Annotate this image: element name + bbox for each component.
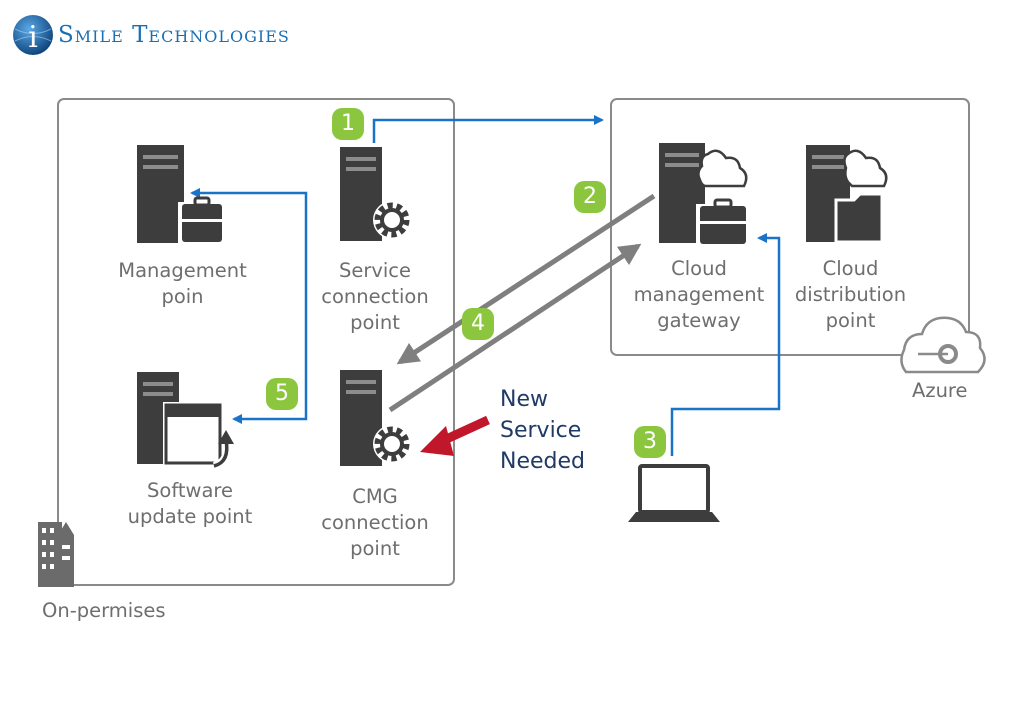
step-badge-4: 4 — [462, 308, 494, 340]
cmg-connection-point-icon — [340, 370, 411, 466]
cmg-connection-point-label: CMG connection point — [321, 485, 429, 560]
azure-label: Azure — [912, 379, 968, 402]
service-connection-point-label: Service connection point — [321, 259, 429, 334]
new-service-arrowhead — [420, 426, 454, 456]
arrow-step-3 — [670, 233, 781, 456]
new-service-needed-note: New Service Needed — [500, 387, 585, 474]
software-update-point-label: Software update point — [127, 479, 253, 528]
cloud-icon — [697, 149, 748, 188]
on-premises-label: On-permises — [42, 599, 166, 622]
software-update-point-icon — [137, 372, 234, 470]
step-badge-1: 1 — [332, 108, 364, 140]
brand-name-first: Smile — [58, 22, 124, 48]
gear-icon — [373, 201, 411, 239]
arrow-step-4 — [388, 243, 642, 413]
arrow-step-1 — [372, 115, 604, 143]
brand-name-second: Technologies — [132, 22, 290, 48]
cloud-management-gateway-label: Cloud management gateway — [633, 257, 765, 332]
step-badge-5: 5 — [266, 378, 298, 410]
cloud-distribution-point-icon — [806, 145, 888, 244]
arrow-step-5 — [232, 268, 308, 424]
cloud-management-gateway-icon — [659, 143, 748, 246]
management-point-icon — [137, 145, 224, 244]
buildings-icon — [38, 522, 74, 587]
folder-icon — [834, 192, 884, 244]
refresh-arrow-icon — [212, 430, 234, 470]
management-point-label: Management poin — [118, 259, 247, 308]
step-badge-3: 3 — [634, 426, 666, 458]
azure-cloud-icon — [900, 316, 986, 374]
cloud-distribution-point-label: Cloud distribution point — [794, 257, 907, 332]
laptop-icon — [628, 464, 720, 522]
service-connection-point-icon — [340, 147, 411, 241]
brand-name: Smile Technologies — [58, 22, 290, 48]
arrow-scp-to-management — [190, 188, 308, 268]
logo-letter: i — [28, 20, 38, 55]
arrow-step-2 — [396, 193, 656, 365]
logo-globe-icon: i — [13, 15, 53, 55]
on-premises-box — [57, 98, 455, 586]
step-badge-2: 2 — [574, 181, 606, 213]
